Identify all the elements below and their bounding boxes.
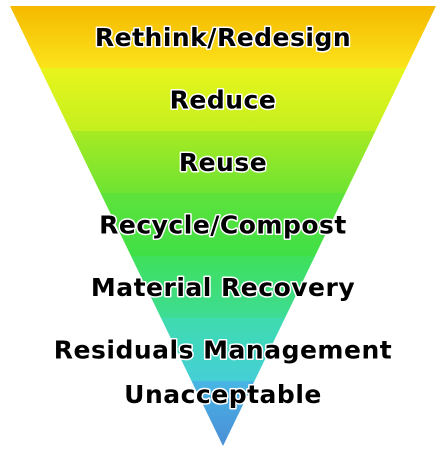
tier-label-1: Rethink/Redesign [95,23,351,52]
tier-bands [10,6,436,446]
tier-band-4 [100,193,346,256]
tier-band-6 [161,318,285,381]
tier-band-1 [10,6,436,68]
tier-label-2: Reduce [170,86,277,115]
tier-band-2 [40,68,406,131]
tier-label-7: Unacceptable [124,380,322,409]
tier-label-6: Residuals Management [54,336,392,365]
tier-band-3 [70,131,376,193]
tier-labels: Rethink/RedesignReduceReuseRecycle/Compo… [52,22,393,411]
tier-label-3: Reuse [179,148,267,177]
tier-band-7 [191,381,255,446]
tier-band-5 [131,256,315,318]
tier-label-4: Recycle/Compost [99,211,347,240]
tier-label-5: Material Recovery [91,273,355,302]
